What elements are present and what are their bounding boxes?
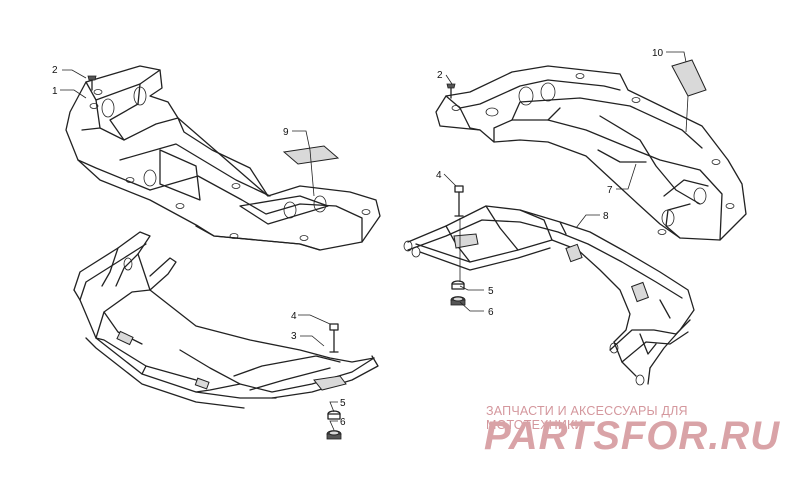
callout-right-5: 5	[488, 286, 494, 297]
callout-left-1: 1	[52, 86, 58, 97]
watermark-logo: PARTSFOR.RU	[484, 414, 781, 458]
callout-left-3: 3	[291, 331, 297, 342]
callout-left-6: 6	[340, 417, 346, 428]
callout-right-10: 10	[652, 48, 664, 59]
cap-6-left	[326, 430, 342, 440]
decal-9	[282, 145, 340, 165]
callout-left-9: 9	[283, 127, 289, 138]
callout-left-2: 2	[52, 65, 58, 76]
front-bumper-frame	[73, 231, 379, 409]
callout-right-2: 2	[437, 70, 443, 81]
watermark-caption: ЗАПЧАСТИ И АКСЕССУАРЫ ДЛЯ МОТОТЕХНИКИ	[486, 404, 688, 432]
callout-left-4: 4	[291, 311, 297, 322]
callout-right-7: 7	[607, 185, 613, 196]
bushing-5-left	[327, 410, 341, 420]
bolt-4-left	[329, 323, 339, 353]
front-rack-assembly	[65, 65, 381, 251]
decal-10	[671, 59, 707, 97]
rear-rack-assembly	[435, 65, 747, 241]
screw-2-right	[446, 83, 456, 99]
callout-right-4: 4	[436, 170, 442, 181]
callout-right-6: 6	[488, 307, 494, 318]
bushing-5-right	[451, 280, 465, 290]
bolt-4-right	[454, 185, 464, 217]
callouts: 2 1 9 4 3 5 6 2 10 4 7 8 5 6	[52, 48, 664, 428]
screw-2-left	[87, 75, 97, 91]
cap-6-right	[450, 296, 466, 306]
rear-bumper-frame	[403, 205, 695, 386]
callout-right-8: 8	[603, 211, 609, 222]
leader-lines	[60, 51, 689, 431]
callout-left-5: 5	[340, 398, 346, 409]
